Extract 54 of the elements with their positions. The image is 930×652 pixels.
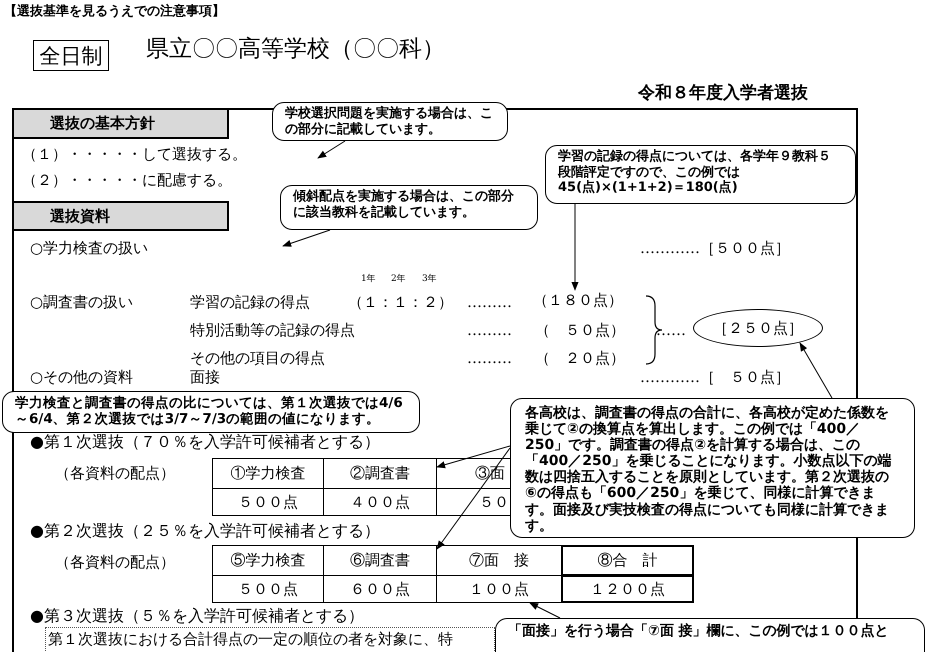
course-box: 全日制 [33, 40, 109, 71]
table-cell: ⑧合 計 [561, 545, 694, 576]
table-cell: １２００点 [561, 575, 694, 603]
body-text: ○調査書の扱い [30, 293, 134, 311]
grade-label: 3年 [422, 274, 437, 285]
arrow [800, 342, 832, 398]
body-text: …… [656, 321, 686, 339]
body-text: （ ５０点） [535, 321, 625, 339]
body-text: 面接 [190, 368, 220, 386]
heading-text: 【選抜基準を見るうえでの注意事項】 [4, 4, 225, 20]
grade-label: 1年 [361, 274, 376, 285]
body-text: ○学力検査の扱い [30, 239, 148, 257]
table-cell: ５００点 [212, 575, 324, 603]
arrow [317, 140, 346, 158]
arrow [282, 230, 330, 247]
section-header: 選抜資料 [12, 201, 229, 231]
body-text: …………［５００点］ [640, 239, 790, 257]
body-text: （１：１：２） [348, 293, 453, 311]
body-text: （ ２０点） [535, 349, 625, 367]
table-cell: ①学力検査 [212, 458, 324, 489]
body-text: ……… [467, 321, 512, 339]
body-text: （１）・・・・・して選抜する。 [22, 145, 247, 163]
grade-label: 2年 [391, 274, 406, 285]
table-cell: ⑤学力検査 [212, 545, 324, 576]
callout-box: 傾斜配点を実施する場合は、この部分に該当教科を記載しています。 [280, 185, 538, 230]
callout-box: 学力検査と調査書の得点の比については、第１次選抜では4/6～6/4、第２次選抜では3/7～7/3の範囲の値になります。 [2, 391, 420, 433]
table-cell: ５００点 [212, 488, 324, 516]
body-text: 特別活動等の記録の得点 [190, 321, 355, 339]
body-text: ……… [467, 293, 512, 311]
body-text: …………［ ５０点］ [640, 368, 790, 386]
body-text: その他の項目の得点 [190, 349, 325, 367]
note-box: 第１次選抜における合計得点の一定の順位の者を対象に、特 [45, 627, 495, 652]
callout-box: 学習の記録の得点については、各学年９教科５段階評定ですので、この例では 45(点)×(1+1+2)＝180(点) [545, 145, 856, 204]
body-text: （２）・・・・・に配慮する。 [22, 171, 232, 189]
callout-box: 「面接」を行う場合「⑦面 接」欄に、この例では１００点と [495, 618, 925, 652]
section-heading: ●第１次選抜（７０％を入学許可候補者とする） [30, 432, 380, 452]
body-text: ……… [467, 349, 512, 367]
body-text: ○その他の資料 [30, 368, 134, 386]
arrow [571, 204, 579, 291]
score-text: （１８０点） [533, 291, 619, 311]
section-header: 選抜の基本方針 [12, 108, 229, 139]
arrow [529, 602, 560, 618]
body-text: （各資料の配点） [55, 464, 175, 482]
score-ellipse: ［２５０点］ [693, 309, 823, 347]
arrow [436, 446, 510, 468]
subheading: 令和８年度入学者選抜 [638, 83, 808, 104]
section-heading: ●第２次選抜（２５％を入学許可候補者とする） [30, 521, 380, 540]
section-heading: ●第３次選抜（５％を入学許可候補者とする） [30, 606, 364, 626]
callout-box: 学校選択問題を実施する場合は、この部分に記載しています。 [272, 102, 508, 141]
arrow [436, 448, 510, 550]
body-text: 学習の記録の得点 [190, 293, 310, 311]
body-text: （各資料の配点） [55, 553, 175, 571]
school-name: 県立〇〇高等学校（〇〇科） [146, 36, 445, 64]
callout-box: 各高校は、調査書の得点の合計に、各高校が定めた係数を乗じて②の換算点を算出します。この例では「400／250」です。調査書の得点②を計算する場合は、この「400／250」を乗じることになります。小数点以下の端数は四捨五入することを原則としています。第２次選抜の⑥の得点も「600／250」を乗じて、同様に計算できます。面接及び実技検査の得点についても同様に計算できます。 [510, 398, 915, 538]
